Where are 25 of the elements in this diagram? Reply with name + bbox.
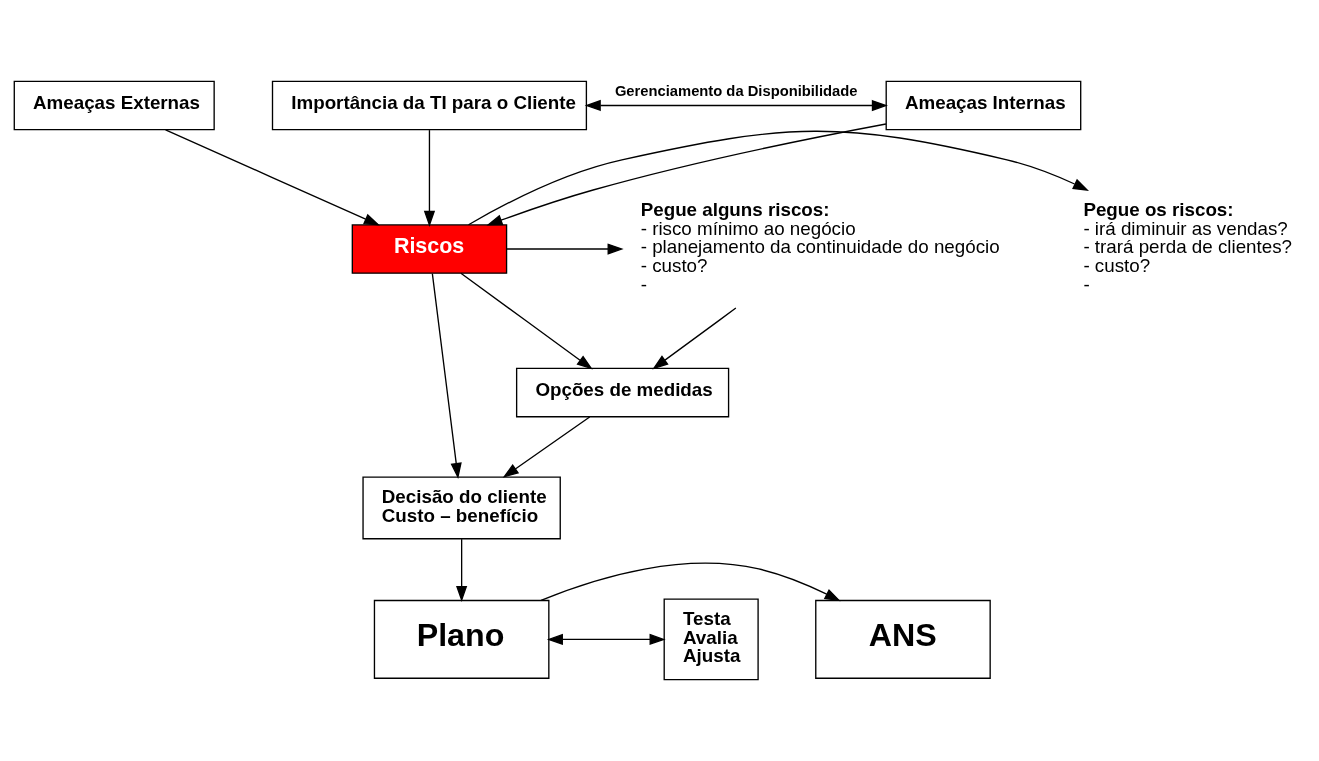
node-box: Importância da TI para o Cliente: [271, 80, 588, 131]
node-box: Testa Avalia Ajusta: [663, 598, 759, 681]
edge-label: Gerenciamento da Disponibilidade: [614, 82, 858, 99]
arrow: [546, 633, 666, 646]
node-text: Pegue alguns riscos: - risco mínimo ao negócio - planejamento da continuidade do negócio - custo? -: [640, 198, 1000, 295]
arrow: [506, 243, 624, 255]
arrow: [423, 129, 436, 227]
node-box: Ameaças Internas: [885, 80, 1082, 131]
arrow: [540, 562, 841, 602]
arrow: [460, 272, 593, 370]
arrow: [486, 123, 887, 226]
node-text: Pegue os riscos: - irá diminuir as vendas? - trará perda de clientes? - custo? -: [1083, 198, 1293, 295]
node-box: ANS: [815, 599, 991, 679]
arrow: [431, 272, 462, 480]
node-box: Decisão do cliente Custo – benefício: [362, 476, 561, 540]
node-box: Plano: [373, 599, 550, 679]
node-box: Riscos: [351, 224, 508, 274]
arrow: [584, 99, 888, 112]
arrow: [456, 538, 468, 603]
node-box: Ameaças Externas: [13, 80, 215, 131]
arrow: [467, 130, 1090, 226]
node-box: Opções de medidas: [515, 367, 730, 418]
arrow: [164, 129, 380, 226]
arrow: [502, 416, 591, 478]
arrow: [652, 307, 737, 370]
